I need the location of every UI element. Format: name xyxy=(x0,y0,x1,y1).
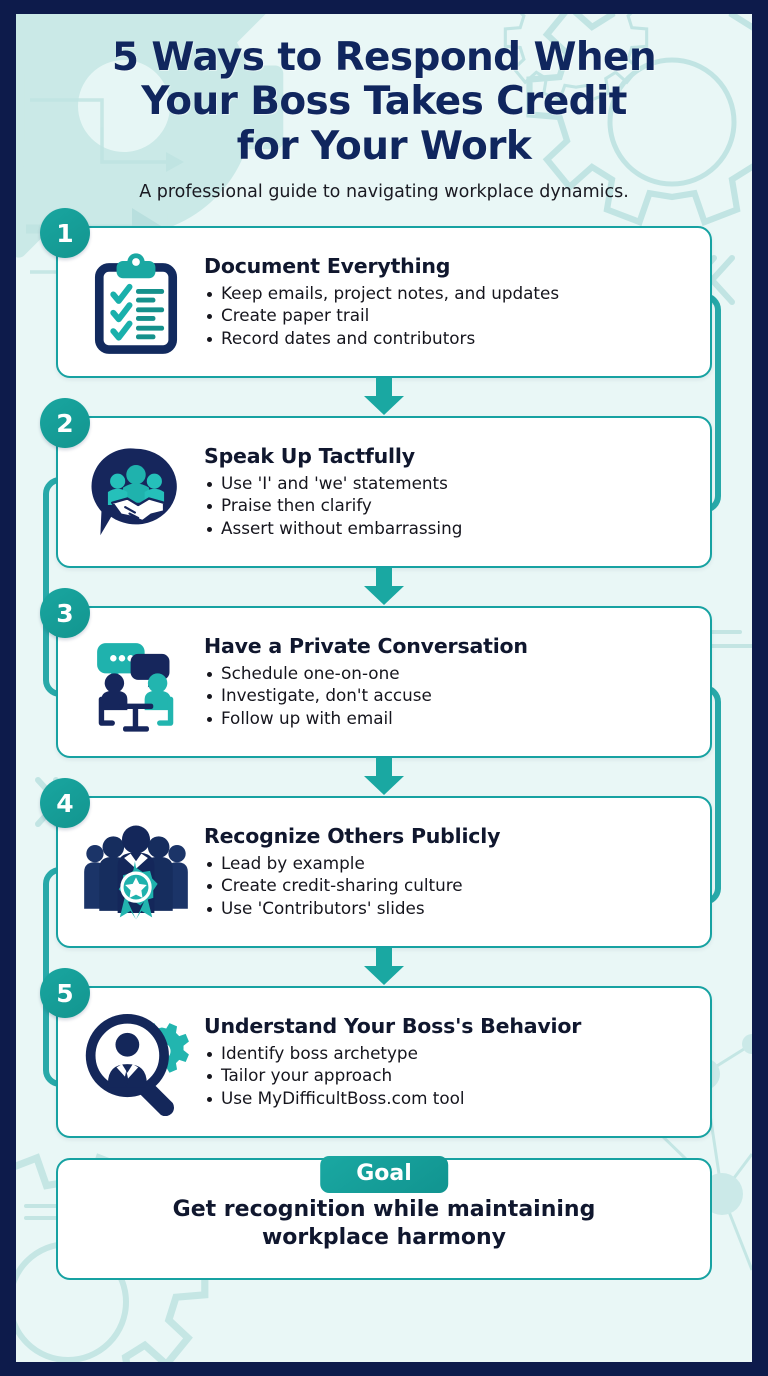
header: 5 Ways to Respond When Your Boss Takes C… xyxy=(16,14,752,206)
step-bullets: Keep emails, project notes, and updates … xyxy=(204,283,692,350)
title-line-3: for Your Work xyxy=(236,123,532,169)
page-subtitle: A professional guide to navigating workp… xyxy=(139,182,629,203)
flow-arrow-down-1 xyxy=(56,378,712,416)
step-item-3: 3 xyxy=(40,588,712,759)
step-number-badge: 2 xyxy=(40,398,90,449)
goal-text-line-1: Get recognition while maintaining xyxy=(172,1197,596,1223)
title-line-1: 5 Ways to Respond When xyxy=(111,35,657,80)
page-title: 5 Ways to Respond When Your Boss Takes C… xyxy=(56,35,712,169)
title-line-2: Your Boss Takes Credit xyxy=(141,79,627,125)
step-item-1: 1 xyxy=(40,208,712,379)
step-content: Have a Private Conversation Schedule one… xyxy=(196,634,696,731)
flow-arrow-down-4 xyxy=(56,948,712,986)
list-item: Record dates and contributors xyxy=(204,328,692,350)
step-title: Recognize Others Publicly xyxy=(204,823,501,848)
list-item: Use 'Contributors' slides xyxy=(204,898,692,920)
step-title: Document Everything xyxy=(204,253,451,278)
list-item: Assert without embarrassing xyxy=(204,518,692,540)
step-title: Have a Private Conversation xyxy=(204,633,528,658)
step-content: Speak Up Tactfully Use 'I' and 'we' stat… xyxy=(196,444,696,541)
list-item: Follow up with email xyxy=(204,708,692,730)
step-item-2: 2 xyxy=(40,398,712,569)
infographic-canvas: 5 Ways to Respond When Your Boss Takes C… xyxy=(16,14,752,1362)
list-item: Create paper trail xyxy=(204,305,692,327)
list-item: Lead by example xyxy=(204,853,692,875)
step-content: Understand Your Boss's Behavior Identify… xyxy=(196,1014,696,1111)
step-card[interactable]: 4 xyxy=(40,778,712,949)
list-item: Identify boss archetype xyxy=(204,1043,692,1065)
step-item-4: 4 xyxy=(40,778,712,949)
clipboard-checklist-icon xyxy=(76,242,196,362)
step-bullets: Schedule one-on-one Investigate, don't a… xyxy=(204,663,692,730)
list-item: Tailor your approach xyxy=(204,1065,692,1087)
goal-section: Goal Get recognition while maintaining w… xyxy=(16,1156,752,1280)
goal-text: Get recognition while maintaining workpl… xyxy=(173,1196,596,1251)
team-award-badge-icon xyxy=(76,812,196,932)
step-content: Recognize Others Publicly Lead by exampl… xyxy=(196,824,696,921)
magnifier-person-gear-icon xyxy=(76,1002,196,1122)
two-people-conversation-icon xyxy=(76,622,196,742)
step-bullets: Use 'I' and 'we' statements Praise then … xyxy=(204,473,692,540)
list-item: Create credit-sharing culture xyxy=(204,875,692,897)
list-item: Use MyDifficultBoss.com tool xyxy=(204,1088,692,1110)
step-content: Document Everything Keep emails, project… xyxy=(196,254,696,351)
list-item: Praise then clarify xyxy=(204,495,692,517)
steps-list: 1 xyxy=(16,208,752,1139)
step-bullets: Identify boss archetype Tailor your appr… xyxy=(204,1043,692,1110)
step-card[interactable]: 1 xyxy=(40,208,712,379)
list-item: Investigate, don't accuse xyxy=(204,685,692,707)
step-card[interactable]: 3 xyxy=(40,588,712,759)
step-bullets: Lead by example Create credit-sharing cu… xyxy=(204,853,692,920)
list-item: Use 'I' and 'we' statements xyxy=(204,473,692,495)
goal-badge: Goal xyxy=(320,1156,448,1194)
step-item-5: 5 xyxy=(40,968,712,1139)
step-title: Understand Your Boss's Behavior xyxy=(204,1013,582,1038)
flow-arrow-down-2 xyxy=(56,568,712,606)
list-item: Schedule one-on-one xyxy=(204,663,692,685)
speech-bubble-handshake-icon xyxy=(76,432,196,552)
step-card[interactable]: 5 xyxy=(40,968,712,1139)
flow-arrow-down-3 xyxy=(56,758,712,796)
step-title: Speak Up Tactfully xyxy=(204,443,415,468)
goal-text-line-2: workplace harmony xyxy=(261,1225,507,1251)
list-item: Keep emails, project notes, and updates xyxy=(204,283,692,305)
step-card[interactable]: 2 xyxy=(40,398,712,569)
